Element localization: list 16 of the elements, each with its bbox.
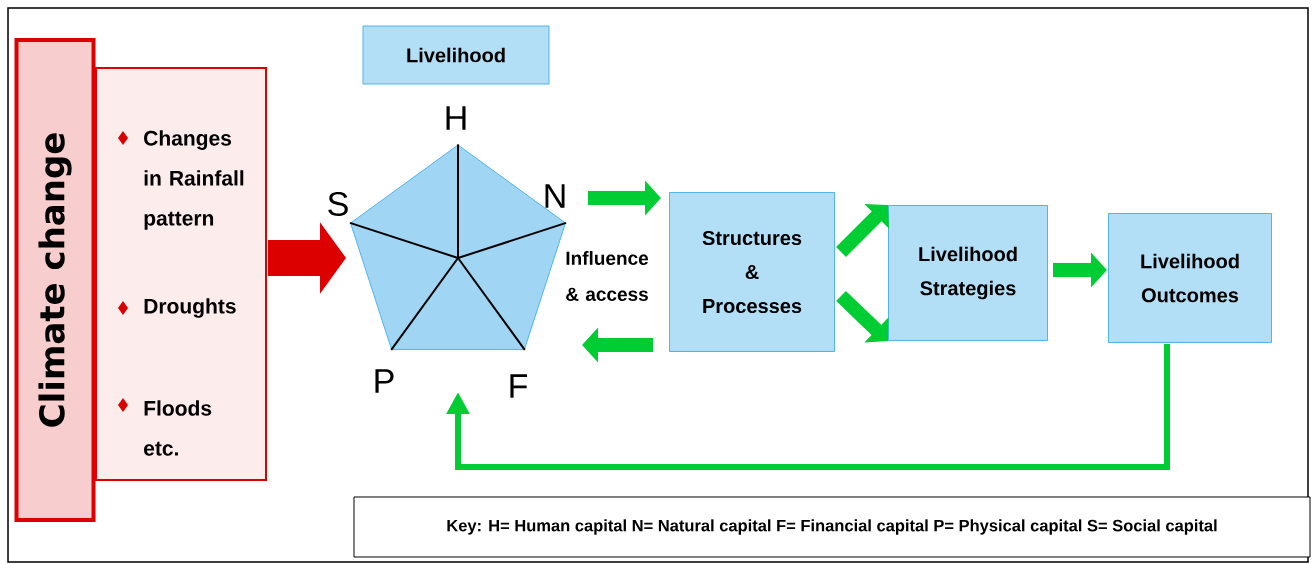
vertex-letter: H <box>446 106 466 130</box>
vertex-letter: F <box>510 374 528 398</box>
title-box: Livelihood <box>362 25 550 85</box>
bullet-text: Changes in Rainfall pattern <box>144 130 244 230</box>
process-box: Livelihood Outcomes <box>1108 213 1272 343</box>
key-box: Key: H= Human capital N= Natural capital F= Financial capital P= Physical capital S= Social capital <box>353 496 1311 558</box>
process-box: Livelihood Strategies <box>888 205 1048 341</box>
arrow <box>836 290 889 343</box>
vertex-letter: S <box>328 191 348 217</box>
bullet-text: Droughts <box>144 298 236 318</box>
vertex-letter: P <box>375 369 394 393</box>
side-label: Influence & access <box>566 251 649 301</box>
process-box: Structures & Processes <box>669 192 835 352</box>
bullet-text: Floods etc. <box>144 400 212 456</box>
vertical-title-box: Climate change <box>14 38 96 522</box>
vertex-letter: N <box>545 184 565 208</box>
